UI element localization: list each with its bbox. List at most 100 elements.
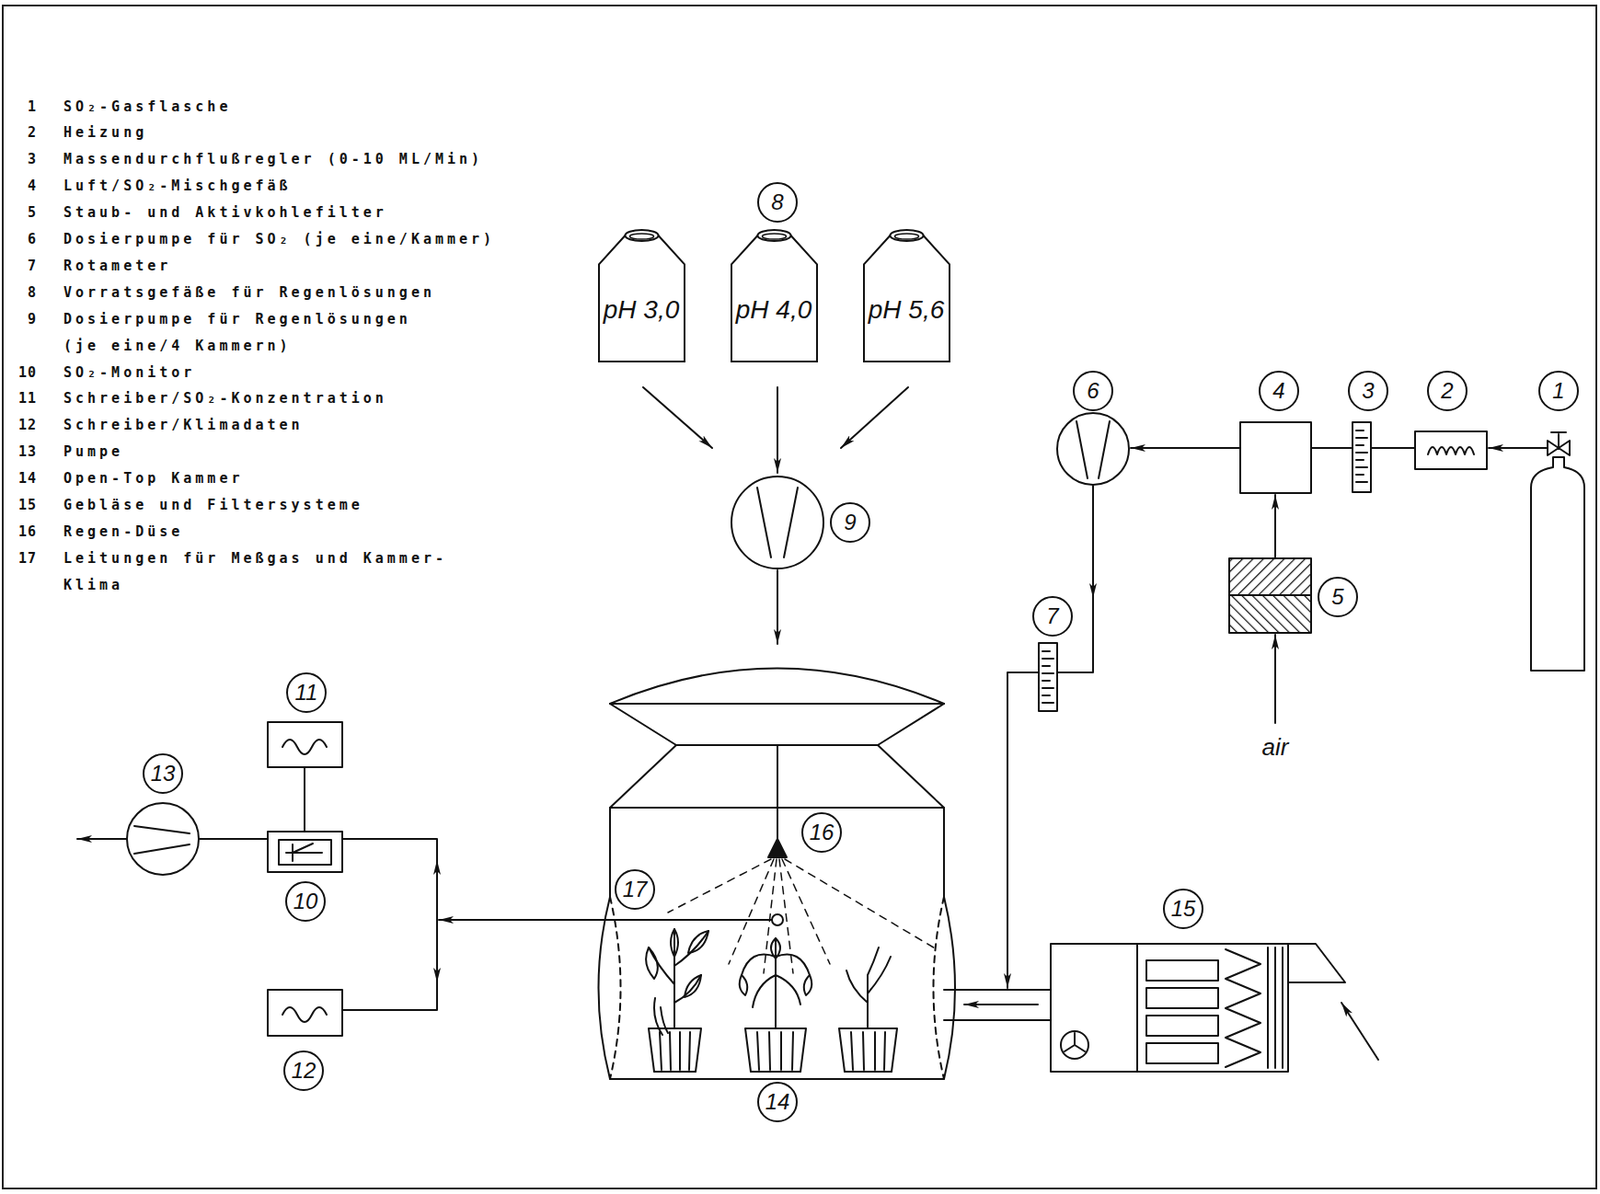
key-text: Leitungen für Meßgas und Kammer- Klima bbox=[63, 545, 483, 599]
blower-filter-unit bbox=[1267, 947, 1283, 1069]
key-text: Massendurchflußregler (0-10 ML/Min) bbox=[63, 146, 484, 173]
sampling-lines bbox=[436, 860, 438, 921]
blower-filter-unit bbox=[1050, 943, 1289, 1072]
callout-circle: 6 bbox=[1072, 370, 1114, 412]
sampling-lines bbox=[342, 839, 438, 863]
rotameter bbox=[1038, 643, 1058, 712]
blower-filter-unit bbox=[1146, 988, 1219, 1009]
callout-circle: 4 bbox=[1258, 370, 1300, 412]
blower-filter-unit bbox=[1288, 943, 1346, 983]
callout-number: 13 bbox=[150, 761, 176, 786]
callout-circle: 11 bbox=[286, 672, 327, 714]
callout-number: 7 bbox=[1046, 604, 1059, 629]
blower-filter-unit bbox=[943, 989, 1051, 1021]
callout-outline bbox=[1163, 889, 1203, 929]
callout-outline bbox=[286, 882, 325, 921]
bottle-neck bbox=[624, 230, 658, 242]
chart-recorder bbox=[267, 989, 343, 1036]
key-text: Regen-Düse bbox=[63, 518, 184, 546]
inlet-label: air bbox=[1238, 734, 1313, 761]
key-text: Dosierpumpe für Regenlösungen (je eine/4… bbox=[63, 306, 437, 360]
key-text: Luft/SO₂-Mischgefäß bbox=[63, 172, 292, 200]
heater bbox=[1370, 431, 1487, 470]
callout-circle: 2 bbox=[1427, 370, 1468, 412]
callout-outline bbox=[1259, 371, 1299, 411]
rain-nozzle bbox=[768, 839, 787, 858]
bottle-neck bbox=[761, 233, 786, 240]
plants bbox=[839, 1028, 898, 1072]
heater bbox=[1370, 447, 1416, 449]
plants bbox=[741, 938, 810, 1029]
rotameter bbox=[1042, 651, 1054, 703]
callout-circle: 3 bbox=[1347, 370, 1389, 412]
mixing-vessel bbox=[1240, 422, 1312, 494]
so2-monitor bbox=[303, 767, 306, 832]
chart-recorder bbox=[267, 722, 343, 768]
callout-outline bbox=[830, 503, 870, 542]
key-number: 7 bbox=[5, 253, 37, 280]
open-top-chamber bbox=[610, 668, 944, 705]
callout-number: 15 bbox=[1171, 897, 1197, 921]
schematic-drawing bbox=[77, 387, 1585, 1080]
so2-monitor bbox=[198, 838, 268, 841]
callout-number: 1 bbox=[1552, 379, 1565, 403]
dust-carbon-filter bbox=[1229, 595, 1312, 634]
callout-outline bbox=[1539, 371, 1578, 411]
bottle-label: pH 4,0 bbox=[736, 294, 813, 326]
callout-circle: 9 bbox=[829, 502, 871, 543]
callout-outline bbox=[287, 673, 326, 713]
solution-bottle: pH 3,0 bbox=[598, 230, 686, 363]
page-frame bbox=[2, 5, 1597, 1189]
blower-filter-unit bbox=[943, 943, 1379, 1072]
rain-nozzle bbox=[776, 745, 779, 841]
mass-flow-controller bbox=[1311, 447, 1353, 449]
sampling-lines bbox=[436, 920, 438, 983]
key-number: 2 bbox=[5, 119, 37, 147]
key-number: 4 bbox=[5, 172, 37, 200]
key-number: 12 bbox=[5, 412, 37, 439]
key-number: 3 bbox=[5, 146, 37, 173]
so2-monitor bbox=[286, 843, 323, 862]
callout-outline bbox=[758, 1082, 797, 1122]
open-top-chamber bbox=[598, 668, 956, 1081]
dust-carbon-filter bbox=[1274, 634, 1277, 724]
heater bbox=[1427, 447, 1474, 455]
dosing-pump bbox=[1092, 484, 1094, 599]
key-number: 11 bbox=[5, 385, 37, 413]
bottle-label: pH 3,0 bbox=[603, 294, 680, 326]
key-number: 9 bbox=[5, 306, 37, 334]
suction-pump bbox=[134, 826, 190, 854]
rain-feed-lines bbox=[776, 387, 779, 473]
dosing-pump bbox=[1076, 421, 1110, 479]
bottle-label: pH 5,6 bbox=[868, 294, 945, 326]
chart-recorder bbox=[282, 1007, 327, 1023]
key-number: 8 bbox=[5, 279, 37, 307]
mixing-vessel bbox=[1274, 494, 1277, 559]
blower-filter-unit bbox=[1146, 1015, 1219, 1036]
callout-circle: 17 bbox=[614, 869, 656, 910]
heater bbox=[1415, 431, 1487, 470]
gas-cylinder bbox=[1551, 432, 1566, 449]
mass-flow-controller bbox=[1356, 430, 1368, 483]
callout-circle: 10 bbox=[285, 881, 326, 922]
rain-feed-lines bbox=[643, 387, 713, 449]
callout-outline bbox=[1033, 597, 1072, 636]
callout-number: 6 bbox=[1086, 379, 1099, 403]
plants bbox=[846, 947, 891, 1029]
key-text: Rotameter bbox=[63, 253, 172, 280]
callout-outline bbox=[1348, 371, 1388, 411]
sampling-lines bbox=[438, 919, 772, 921]
callout-number: 3 bbox=[1361, 379, 1374, 403]
plants bbox=[757, 1032, 794, 1071]
key-text: Open-Top Kammer bbox=[63, 465, 243, 493]
key-text: SO₂-Monitor bbox=[63, 359, 196, 387]
rain-nozzle bbox=[667, 859, 937, 974]
rain-dosing-pump bbox=[731, 476, 824, 569]
key-text: Gebläse und Filtersysteme bbox=[63, 492, 364, 519]
bottle-neck bbox=[894, 233, 919, 240]
callout-outline bbox=[1427, 371, 1467, 411]
gas-cylinder bbox=[1488, 432, 1585, 671]
rain-dosing-pump bbox=[757, 487, 798, 558]
blower-filter-unit bbox=[1146, 960, 1219, 981]
blower-filter-unit bbox=[1225, 949, 1261, 1068]
